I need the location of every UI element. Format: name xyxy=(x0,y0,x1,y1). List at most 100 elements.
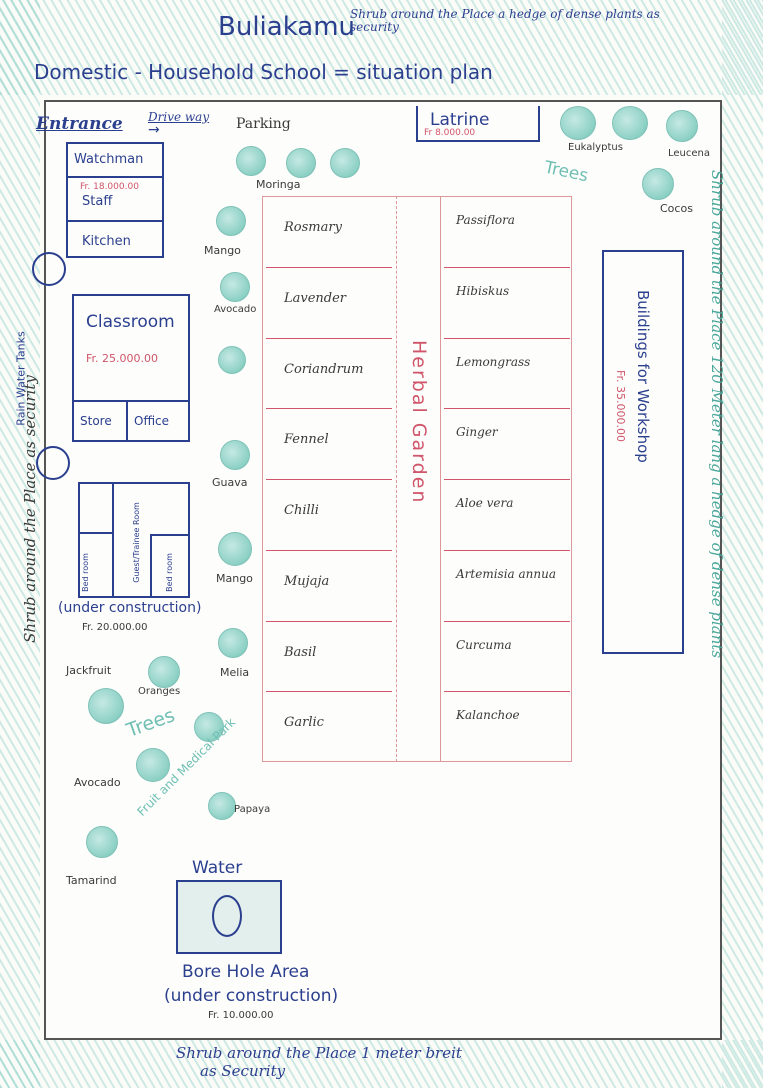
bore-hole-well xyxy=(212,895,242,937)
kitchen-label: Kitchen xyxy=(82,234,131,249)
tree-moringa-1 xyxy=(236,146,266,176)
herbal-garden-center-line xyxy=(396,196,397,762)
rain-water-tank-1 xyxy=(32,252,66,286)
herb-plot-divider xyxy=(444,549,570,551)
herb-plot-left: Rosmary xyxy=(284,220,342,235)
tree-left-3 xyxy=(218,346,246,374)
herb-plot-divider xyxy=(266,408,392,410)
jackfruit-label: Jackfruit xyxy=(66,664,112,677)
store-label: Store xyxy=(80,414,112,428)
guest-block-note: (under construction) xyxy=(58,600,202,616)
avocado-2-label: Avocado xyxy=(74,776,121,789)
papaya-label: Papaya xyxy=(234,804,271,815)
mango-2-label: Mango xyxy=(216,572,253,585)
latrine-box xyxy=(416,106,540,142)
avocado-1-label: Avocado xyxy=(214,304,257,315)
herb-plot-divider xyxy=(444,620,570,622)
workshop-label: Buildings for Workshop xyxy=(634,290,652,463)
herbal-garden-right-divider xyxy=(440,196,441,762)
herb-plot-divider xyxy=(444,691,570,693)
bed-room-1-label: Bed room xyxy=(80,553,90,592)
latrine-label: Latrine xyxy=(430,110,490,130)
tree-mango-2 xyxy=(218,532,252,566)
herb-plot-left: Garlic xyxy=(284,715,324,731)
tamarind-label: Tamarind xyxy=(66,874,117,887)
herb-plot-left: Coriandrum xyxy=(284,361,364,377)
parking-label: Parking xyxy=(236,116,291,132)
herb-plot-left: Lavender xyxy=(284,290,347,306)
guest-trainee-block xyxy=(78,482,190,598)
guest-block-price: Fr. 20.000.00 xyxy=(82,622,148,633)
top-note: Shrub around the Place a hedge of dense … xyxy=(350,7,660,34)
classroom-label: Classroom xyxy=(86,312,175,332)
water-label: Water xyxy=(192,858,243,878)
store-office-divider xyxy=(126,400,128,442)
herb-plot-divider xyxy=(444,337,570,339)
herb-plot-divider xyxy=(444,479,570,480)
tree-park-1 xyxy=(194,712,224,742)
leucena-label: Leucena xyxy=(668,148,711,159)
tree-jackfruit xyxy=(88,688,124,724)
tree-eukalyptus-2 xyxy=(612,106,648,140)
herb-plot-right: Aloe vera xyxy=(456,496,514,510)
tree-melia xyxy=(218,628,248,658)
shrub-border-bottom xyxy=(0,1040,763,1088)
bore-hole-price: Fr. 10.000.00 xyxy=(208,1010,274,1021)
tree-guava xyxy=(220,440,250,470)
herb-plot-divider xyxy=(266,549,392,551)
herb-plot-right: Hibiskus xyxy=(456,283,510,298)
guest-trainee-room-label: Guest/Trainee Room xyxy=(131,502,141,583)
classroom-price: Fr. 25.000.00 xyxy=(86,352,159,365)
block-divider-2 xyxy=(66,220,164,222)
workshop-price: Fr. 35.000.00 xyxy=(614,370,627,443)
tree-avocado-1 xyxy=(220,272,250,302)
tree-eukalyptus-1 xyxy=(560,106,596,140)
herb-plot-left: Mujaja xyxy=(284,573,330,589)
oranges-label: Oranges xyxy=(138,686,181,697)
latrine-price: Fr 8.000.00 xyxy=(424,128,476,138)
shrub-border-left xyxy=(0,0,40,1088)
driveway-arrow: → xyxy=(148,122,160,138)
herb-plot-left: Chilli xyxy=(284,503,319,518)
guest-divider-h xyxy=(78,532,112,534)
staff-label: Staff xyxy=(82,194,113,209)
herb-plot-right: Lemongrass xyxy=(456,354,531,369)
herb-plot-divider xyxy=(266,691,392,693)
cocos-label: Cocos xyxy=(660,202,693,215)
driveway-label: Drive way xyxy=(148,110,210,124)
eukalyptus-label: Eukalyptus xyxy=(568,142,623,153)
guest-divider-v1 xyxy=(112,482,114,598)
bore-hole-area-label: Bore Hole Area xyxy=(182,962,310,982)
office-label: Office xyxy=(134,414,170,428)
herb-plot-left: Basil xyxy=(284,644,317,660)
tree-avocado-2 xyxy=(136,748,170,782)
block-divider-1 xyxy=(66,176,164,178)
herb-plot-right: Artemisia annua xyxy=(456,566,557,581)
moringa-label: Moringa xyxy=(256,178,301,191)
herb-plot-left: Fennel xyxy=(284,432,329,448)
mango-1-label: Mango xyxy=(204,244,241,257)
bed-room-2-label: Bed room xyxy=(164,553,174,592)
bore-hole-note: (under construction) xyxy=(164,986,339,1006)
shrub-border-top xyxy=(0,0,763,95)
entrance-label: Entrance xyxy=(36,114,123,134)
herb-plot-right: Kalanchoe xyxy=(456,708,520,723)
tree-mango-1 xyxy=(216,206,246,236)
herb-plot-divider xyxy=(444,408,570,410)
tree-papaya xyxy=(208,792,236,820)
herb-plot-divider xyxy=(266,620,392,622)
tree-leucena xyxy=(666,110,698,142)
plan-subtitle: Domestic - Household School = situation … xyxy=(34,60,493,84)
workshop-building xyxy=(602,250,684,654)
guest-divider-h2 xyxy=(150,534,190,536)
staff-price: Fr. 18.000.00 xyxy=(80,182,139,192)
tree-moringa-3 xyxy=(330,148,360,178)
classroom-block xyxy=(72,294,190,442)
bottom-shrub-note-line2: as Security xyxy=(200,1062,286,1080)
herb-plot-right: Passiflora xyxy=(456,213,515,227)
shrub-border-right xyxy=(722,0,763,1088)
tree-moringa-2 xyxy=(286,148,316,178)
watchman-label: Watchman xyxy=(74,152,144,167)
herb-plot-right: Ginger xyxy=(456,425,498,440)
guest-divider-v2 xyxy=(150,534,152,598)
